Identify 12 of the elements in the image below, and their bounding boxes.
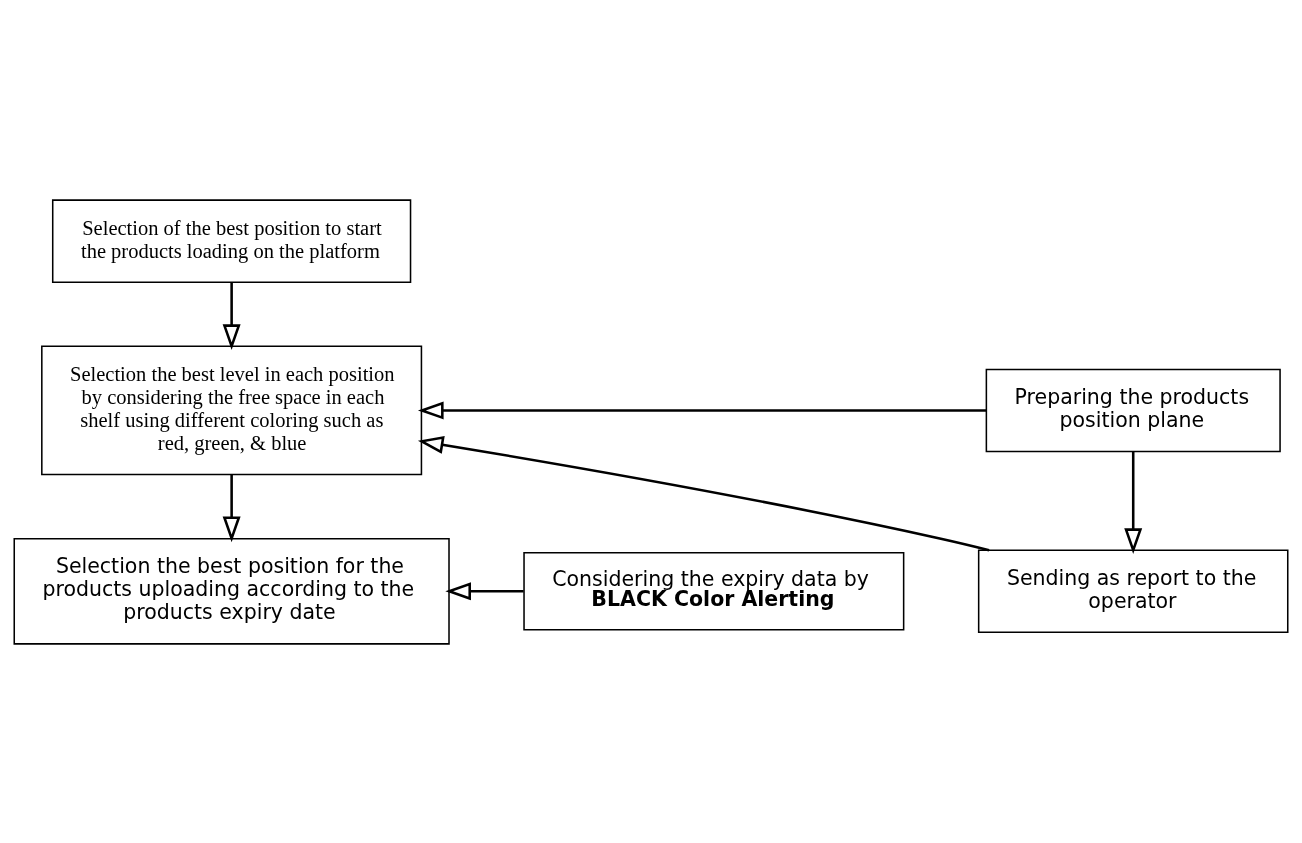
node-box: Considering the expiry data by BLACK Color Alerting (523, 551, 905, 631)
arrow (222, 281, 241, 350)
node-box: Selection the best position for the products uploading according to the products expiry date (13, 537, 450, 645)
arrow (1124, 451, 1143, 554)
node-box: Preparing the products position plane (985, 368, 1281, 452)
node-box: Sending as report to the operator (977, 549, 1289, 633)
arrow (445, 581, 524, 600)
node-box: Selection the best level in each position by considering the free space in each shelf using different coloring such as red, green, & blue (41, 345, 423, 475)
node-box: Selection of the best position to start the products loading on the platform (51, 198, 412, 283)
arrow (417, 400, 987, 419)
arrow (222, 474, 241, 542)
arrow (417, 435, 990, 551)
